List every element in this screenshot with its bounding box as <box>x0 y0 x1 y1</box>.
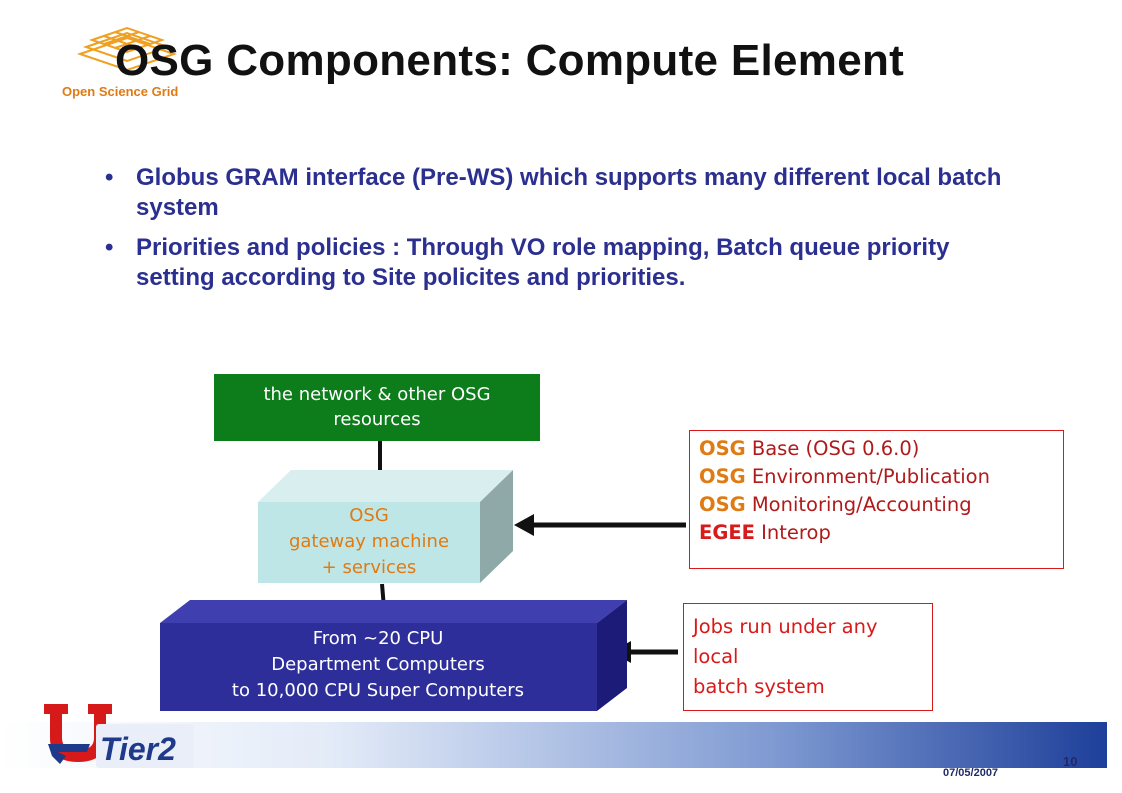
network-box-line: the network & other OSG <box>263 384 491 405</box>
osg-component-line: OSG Environment/Publication <box>699 465 990 488</box>
slide-date: 07/05/2007 <box>943 767 999 779</box>
slide-title: OSG Components: Compute Element <box>115 36 905 85</box>
gateway-label-line: gateway machine <box>288 531 450 552</box>
network-resources-box: the network & other OSG resources <box>214 374 540 441</box>
cpu-label-line: to 10,000 CPU Super Computers <box>231 680 525 701</box>
gateway-label-line: OSG <box>349 505 389 526</box>
osg-component-line: OSG Monitoring/Accounting <box>699 493 972 516</box>
bullet-dot: • <box>105 164 114 191</box>
jobs-note-box: Jobs run under any local batch system <box>683 603 933 711</box>
jobs-note-line: Jobs run under any <box>693 615 878 638</box>
bullet-item: • Globus GRAM interface (Pre-WS) which s… <box>105 163 1005 223</box>
osg-component-line: OSG Base (OSG 0.6.0) <box>699 437 920 460</box>
page-number: 10 <box>1063 754 1078 769</box>
cpu-label-line: From ~20 CPU <box>312 628 444 649</box>
gateway-label: OSG gateway machine + services <box>258 503 480 581</box>
department-computers-label: From ~20 CPU Department Computers to 10,… <box>160 626 596 704</box>
open-science-grid-logo <box>76 26 178 72</box>
cpu-label-line: Department Computers <box>271 654 485 675</box>
bullet-dot: • <box>105 234 114 261</box>
department-computers-box <box>160 600 627 711</box>
network-box-line: resources <box>333 409 421 430</box>
bullet-list: • Globus GRAM interface (Pre-WS) which s… <box>105 163 1005 303</box>
jobs-note-line: local <box>693 645 739 668</box>
uf-tier2-logo: Tier2 <box>44 704 194 768</box>
osg-components-arrow <box>514 514 686 536</box>
bullet-text: Priorities and policies : Through VO rol… <box>136 234 950 291</box>
osg-component-line: EGEE Interop <box>699 521 831 544</box>
gateway-label-line: + services <box>321 557 417 578</box>
jobs-note-line: batch system <box>693 675 825 698</box>
bullet-text: Globus GRAM interface (Pre-WS) which sup… <box>136 164 1002 221</box>
bullet-item: • Priorities and policies : Through VO r… <box>105 233 1005 293</box>
tier2-logo-text: Tier2 <box>100 731 176 767</box>
osg-components-box: OSG Base (OSG 0.6.0) OSG Environment/Pub… <box>689 430 1064 569</box>
osg-logo-text: Open Science Grid <box>62 84 179 99</box>
gateway-machine-box <box>258 470 513 583</box>
